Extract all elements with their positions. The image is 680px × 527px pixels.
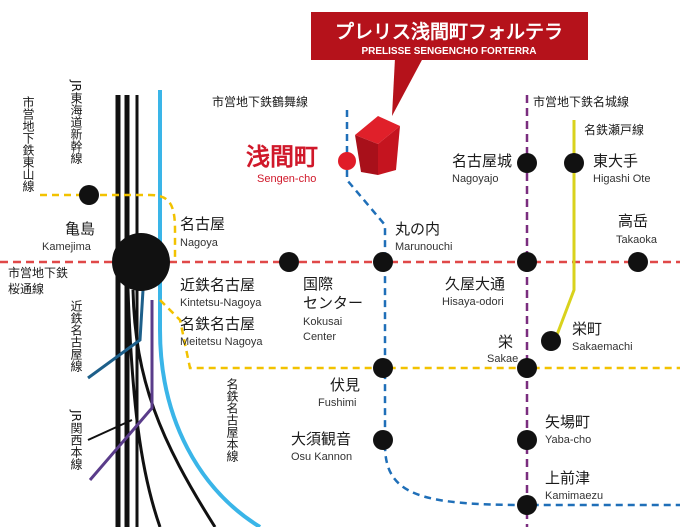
marunouchi-name-jp: 丸の内 (395, 220, 440, 238)
kamimaezu-name-en: Kamimaezu (545, 490, 603, 502)
kintetsu-line (87, 289, 145, 380)
fushimi-name-jp: 伏見 (330, 376, 360, 394)
nagoyajo-name-en: Nagoyajo (452, 173, 498, 185)
kintetsu-label: 近鉄名古屋線 (69, 300, 83, 372)
osukannon-marker (373, 430, 393, 450)
stations (79, 153, 648, 515)
meitetsu-label: 名鉄名古屋本線 (225, 377, 239, 462)
meitetsu-nagoya-name-en: Meitetsu Nagoya (180, 336, 263, 348)
kamejima-name-en: Kamejima (42, 241, 92, 253)
station-marker (79, 185, 99, 205)
sakae-name-en: Sakae (487, 353, 518, 365)
marunouchi-name-en: Marunouchi (395, 241, 452, 253)
sakuradori-label-1: 市営地下鉄 (8, 265, 68, 280)
meitetsu-nagoya-name-jp: 名鉄名古屋 (180, 315, 255, 333)
kamimaezu-name-jp: 上前津 (545, 469, 590, 487)
meijo-label: 市営地下鉄名城線 (533, 94, 629, 109)
kansai-line (88, 300, 154, 481)
osukannon-name-jp: 大須観音 (291, 430, 351, 448)
yabacho-marker (517, 430, 537, 450)
fushimi-marker (373, 358, 393, 378)
jr-kansai-curve (131, 289, 217, 527)
kintetsu-nagoya-name-jp: 近鉄名古屋 (180, 276, 255, 294)
higashiyama-label: 市営地下鉄東山線 (21, 95, 35, 192)
sakaemachi-name-jp: 栄町 (572, 320, 602, 338)
nagoya-name-jp: 名古屋 (180, 215, 225, 233)
banner-pointer (392, 58, 423, 116)
kokusai-name-jp-2: センター (303, 294, 363, 312)
jr-curve-2 (126, 289, 162, 527)
hisaya-marker (517, 252, 537, 272)
higashiote-name-jp: 東大手 (593, 152, 638, 170)
nagoyajo-name-jp: 名古屋城 (452, 152, 512, 170)
kamimaezu-marker (517, 495, 537, 515)
nagoya-name-en: Nagoya (180, 237, 219, 249)
kokusai-name-en-2: Center (303, 331, 336, 343)
sengencho-name-jp: 浅間町 (246, 143, 318, 171)
kokusai-name-jp-1: 国際 (303, 275, 333, 293)
nagoyajo-marker (517, 153, 537, 173)
kamejima-name-jp: 亀島 (65, 220, 95, 238)
seto-label: 名鉄瀬戸線 (584, 122, 644, 137)
banner-background (311, 12, 588, 60)
building-icon (355, 116, 400, 175)
hisaya-name-jp: 久屋大通 (445, 275, 505, 293)
higashiote-marker (564, 153, 584, 173)
yabacho-name-en: Yaba-cho (545, 434, 591, 446)
sakaemachi-marker (541, 331, 561, 351)
kintetsu-nagoya-name-en: Kintetsu-Nagoya (180, 297, 262, 309)
sakaemachi-name-en: Sakaemachi (572, 341, 633, 353)
osukannon-name-en: Osu Kannon (291, 451, 352, 463)
banner-subtitle: PRELISSE SENGENCHO FORTERRA (361, 46, 536, 57)
hisaya-name-en: Hisaya-odori (442, 296, 504, 308)
nagoya-hub-marker (112, 233, 170, 291)
yabacho-name-jp: 矢場町 (545, 413, 590, 431)
jr-kansai-leader (87, 419, 133, 441)
sakuradori-label-2: 桜通線 (8, 281, 44, 296)
tsurumai-label: 市営地下鉄鶴舞線 (212, 94, 308, 109)
fushimi-name-en: Fushimi (318, 397, 357, 409)
meitetsu-line (158, 90, 262, 527)
marunouchi-marker (373, 252, 393, 272)
jr-kansai-label: JR関西本線 (69, 409, 83, 470)
takaoka-name-jp: 高岳 (618, 212, 648, 230)
sengencho-name-en: Sengen-cho (257, 173, 316, 185)
banner-title: プレリス浅間町フォルテラ (335, 20, 563, 43)
property-banner: プレリス浅間町フォルテラ PRELISSE SENGENCHO FORTERRA (311, 12, 588, 116)
kokusai-name-en-1: Kokusai (303, 316, 342, 328)
seto-line (553, 120, 576, 341)
takaoka-name-en: Takaoka (616, 234, 658, 246)
sakae-name-jp: 栄 (498, 333, 513, 351)
higashiyama-line-west (40, 193, 177, 262)
jr-tokaido-label: JR東海道新幹線 (69, 79, 83, 164)
station-marker (279, 252, 299, 272)
sengencho-marker (338, 152, 356, 170)
higashiyama-line-east (159, 299, 680, 370)
takaoka-marker (628, 252, 648, 272)
target-location: 浅間町 Sengen-cho (246, 116, 400, 185)
jr-lines (87, 95, 217, 527)
sakae-marker (517, 358, 537, 378)
higashiote-name-en: Higashi Ote (593, 173, 650, 185)
